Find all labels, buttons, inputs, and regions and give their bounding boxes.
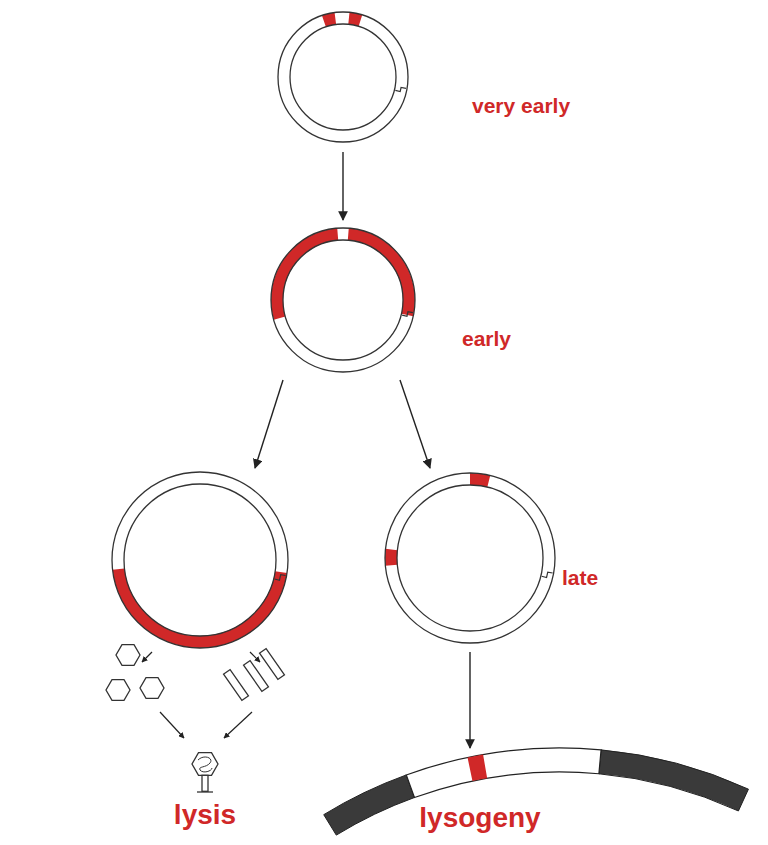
stage-label: very early: [472, 94, 570, 117]
stage-label: early: [462, 327, 511, 350]
dna-ring: early: [265, 222, 540, 378]
dna-ring-outline: [265, 222, 540, 378]
flow-arrow: [400, 380, 430, 468]
dna-ring: late: [380, 470, 620, 650]
dna-ring-outline: [270, 8, 610, 150]
host-chromosome-outline: [320, 750, 768, 845]
dna-ring: lysis: [100, 470, 300, 838]
flow-arrow: [469, 652, 470, 748]
assembly-arrows: [142, 652, 260, 738]
phage-tails: [224, 649, 285, 701]
dna-ring: very early: [270, 8, 610, 150]
flow-arrow: [255, 380, 283, 468]
phage-particle: [192, 753, 218, 792]
stage-label: lysis: [174, 800, 236, 831]
dna-ring-outline: [100, 470, 300, 838]
host-chromosome: lysogeny: [320, 750, 768, 845]
flow-arrow: [342, 152, 343, 220]
stage-label: late: [562, 566, 598, 589]
dna-ring-outline: [380, 470, 620, 650]
capsid-heads: [106, 645, 164, 701]
stage-label: lysogeny: [419, 803, 540, 834]
